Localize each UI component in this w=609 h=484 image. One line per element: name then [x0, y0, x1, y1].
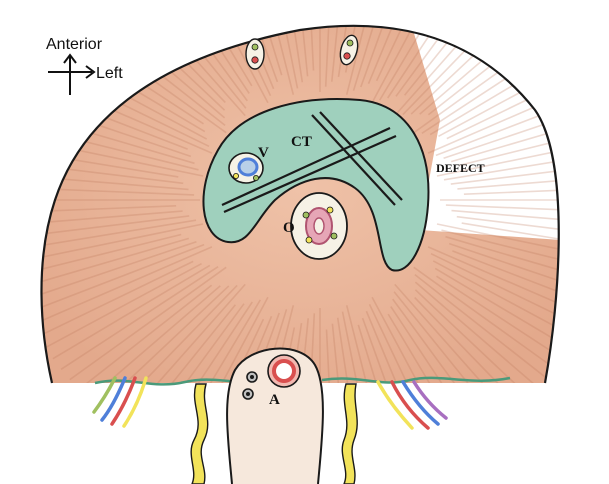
muscle-fiber-streak [464, 187, 609, 194]
label-central-tendon: CT [291, 134, 312, 150]
label-defect: DEFECT [436, 161, 485, 175]
label-esophagus: O [283, 220, 295, 236]
anterior-label: Anterior [46, 36, 103, 53]
muscle-fiber-streak [420, 1, 552, 114]
right-crus-vessels [378, 382, 446, 428]
label-aorta: A [269, 392, 280, 408]
aorta-vessel [268, 355, 300, 387]
left-label: Left [96, 65, 123, 82]
orientation-compass: Anterior Left [46, 36, 123, 95]
label-vena-cava: V [258, 145, 269, 161]
muscle-fiber-streak [428, 11, 561, 115]
muscle-fiber-streak [430, 41, 587, 134]
muscle-fiber-streak [457, 174, 609, 189]
esophageal-hiatus [291, 193, 347, 259]
muscle-fiber-streak [436, 87, 609, 156]
left-crus-vessels [94, 378, 146, 426]
